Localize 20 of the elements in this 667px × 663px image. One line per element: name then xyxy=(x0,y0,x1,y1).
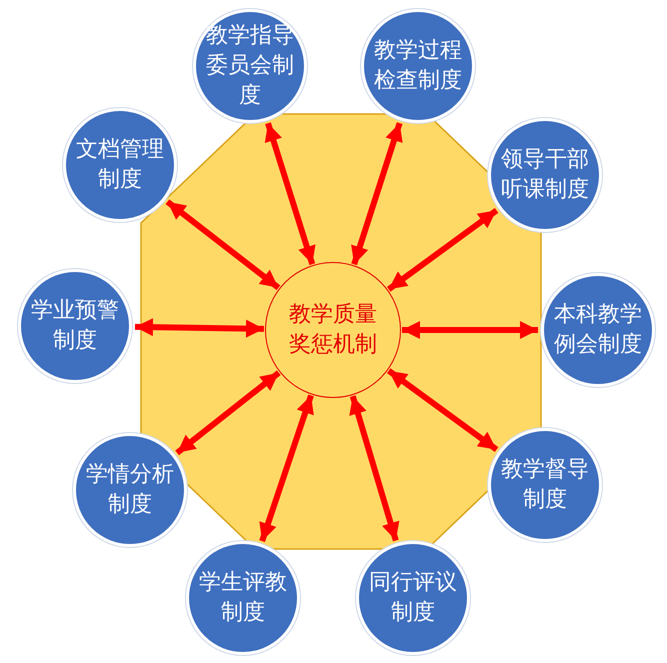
double-arrow xyxy=(264,122,316,266)
node-label: 文档管理制度 xyxy=(75,136,165,194)
double-arrow xyxy=(402,321,538,339)
node-label: 学业预警制度 xyxy=(30,297,120,355)
double-arrow xyxy=(386,208,498,292)
double-arrow xyxy=(166,199,280,290)
node-label: 同行评议制度 xyxy=(368,569,458,627)
double-arrow xyxy=(134,318,264,338)
node-label: 学生评教制度 xyxy=(198,569,288,627)
node-label: 教学过程检查制度 xyxy=(373,37,463,95)
node-label: 本科教学例会制度 xyxy=(553,301,643,359)
double-arrow xyxy=(259,394,314,542)
node-label: 教学质量奖惩机制 xyxy=(288,301,378,359)
node-label: 教学督导制度 xyxy=(500,456,590,514)
double-arrow xyxy=(349,395,400,542)
double-arrow xyxy=(386,368,498,452)
double-arrow xyxy=(351,122,403,266)
node-label: 学情分析制度 xyxy=(85,461,175,519)
node-label: 领导干部听课制度 xyxy=(500,146,590,204)
double-arrow xyxy=(175,370,281,456)
